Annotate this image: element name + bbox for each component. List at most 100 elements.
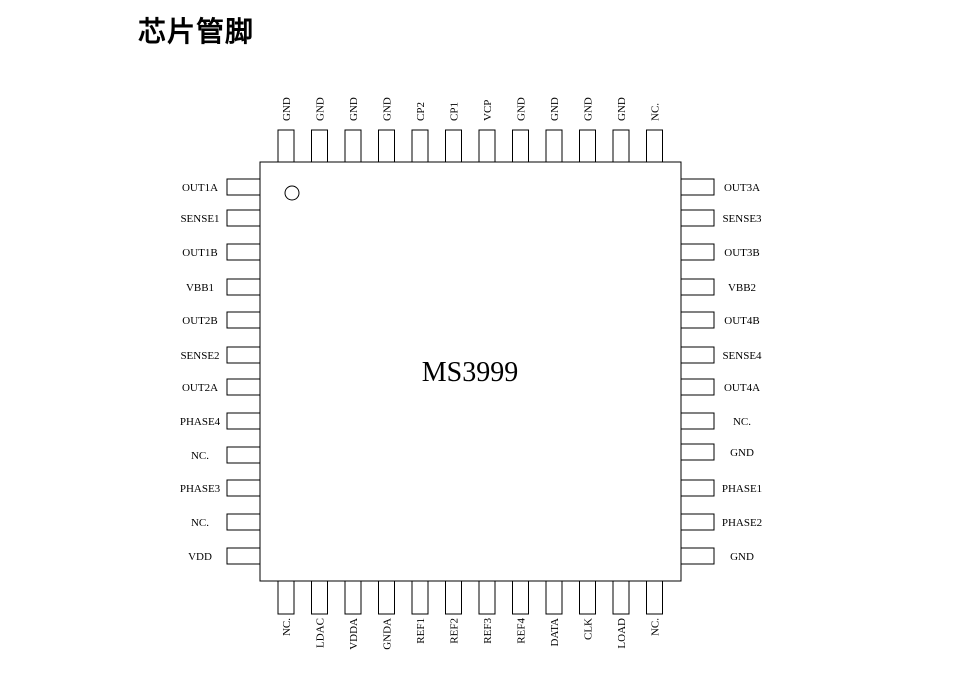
- pin-label-bottom-ref2: REF2: [449, 618, 461, 644]
- pin-top-10: [579, 129, 596, 163]
- pin-label-top-gnd: GND: [516, 97, 528, 121]
- pin-left-11: [226, 513, 261, 531]
- pin-top-6: [445, 129, 462, 163]
- pin-label-bottom-data: DATA: [549, 618, 561, 647]
- pin-label-bottom-vdda: VDDA: [348, 618, 360, 650]
- pin-top-4: [378, 129, 395, 163]
- pin-left-12: [226, 547, 261, 565]
- pin-label-right-out3a: OUT3A: [724, 182, 760, 194]
- pin-top-5: [411, 129, 429, 163]
- pin-label-bottom-ldac: LDAC: [315, 618, 327, 648]
- pin-left-6: [226, 346, 261, 364]
- pin-top-12: [646, 129, 663, 163]
- pin-label-top-gnd: GND: [281, 97, 293, 121]
- pin-label-right-gnd: GND: [730, 551, 754, 563]
- chip-body: [259, 161, 682, 582]
- pin-label-left-out1b: OUT1B: [182, 247, 217, 259]
- pin-bottom-10: [579, 580, 596, 615]
- pin-label-left-nc: NC.: [191, 450, 209, 462]
- pin-label-top-gnd: GND: [348, 97, 360, 121]
- pin-label-top-nc: NC.: [650, 103, 662, 121]
- pin-left-9: [226, 446, 261, 464]
- pin-label-left-vbb1: VBB1: [186, 282, 214, 294]
- pin-label-right-gnd: GND: [730, 447, 754, 459]
- pin-left-7: [226, 378, 261, 396]
- pin-bottom-11: [612, 580, 630, 615]
- pin-label-bottom-load: LOAD: [616, 618, 628, 649]
- pin-label-top-gnd: GND: [315, 97, 327, 121]
- pin-right-3: [680, 243, 715, 261]
- pin-left-1: [226, 178, 261, 196]
- bottom-pin-row: NC. LDAC VDDA GNDA REF1 REF2 REF3 REF4 DATA CLK LO…: [277, 580, 663, 650]
- pin-label-bottom-ref1: REF1: [415, 618, 427, 644]
- pin-left-2: [226, 209, 261, 227]
- pin-label-left-out2a: OUT2A: [182, 382, 218, 394]
- pin-label-top-cp1: CP1: [449, 102, 461, 121]
- pin-label-left-sense1: SENSE1: [180, 213, 219, 225]
- page-title: 芯片管脚: [138, 15, 255, 48]
- pin-right-5: [680, 311, 715, 329]
- chip-name: MS3999: [422, 357, 518, 388]
- pin-left-3: [226, 243, 261, 261]
- pin-right-4: [680, 278, 715, 296]
- pin-label-right-out4a: OUT4A: [724, 382, 760, 394]
- pin-label-top-gnd: GND: [583, 97, 595, 121]
- pin-label-right-vbb2: VBB2: [728, 282, 756, 294]
- pin-label-right-phase2: PHASE2: [722, 517, 762, 529]
- pin-label-top-gnd: GND: [616, 97, 628, 121]
- pin1-marker-dot: [284, 185, 300, 201]
- pin-left-10: [226, 479, 261, 497]
- pin-label-left-vdd: VDD: [188, 551, 212, 563]
- pin-bottom-8: [512, 580, 529, 615]
- pin-label-left-phase4: PHASE4: [180, 416, 221, 428]
- pin-right-10: [680, 479, 715, 497]
- pin-bottom-5: [411, 580, 429, 615]
- left-pin-row: OUT1ASENSE1OUT1BVBB1OUT2BSENSE2OUT2APHAS…: [180, 178, 261, 565]
- pin-label-left-sense2: SENSE2: [180, 350, 219, 362]
- pin-right-9: [680, 443, 715, 461]
- pin-label-bottom-gnda: GNDA: [382, 618, 394, 650]
- pin-top-2: [311, 129, 328, 163]
- pin-label-top-vcp: VCP: [482, 100, 494, 121]
- pin-label-bottom-ref4: REF4: [516, 618, 528, 644]
- pin-left-8: [226, 412, 261, 430]
- pin-top-3: [344, 129, 362, 163]
- pin-label-left-phase3: PHASE3: [180, 483, 221, 495]
- pin-right-6: [680, 346, 715, 364]
- pin-right-11: [680, 513, 715, 531]
- pin-right-12: [680, 547, 715, 565]
- pin-right-2: [680, 209, 715, 227]
- pin-label-bottom-ref3: REF3: [482, 618, 494, 644]
- pin-label-bottom-nc: NC.: [281, 618, 293, 636]
- pin-label-top-gnd: GND: [549, 97, 561, 121]
- pin-label-right-out3b: OUT3B: [724, 247, 759, 259]
- pin-label-bottom-clk: CLK: [583, 618, 595, 640]
- top-pin-row: GND GND GND GND CP2 CP1 VCP GND GND GND GND NC.: [277, 97, 663, 163]
- pin-label-right-sense4: SENSE4: [722, 350, 762, 362]
- pin-top-9: [545, 129, 563, 163]
- pin-bottom-4: [378, 580, 395, 615]
- pin-bottom-1: [277, 580, 295, 615]
- pin-bottom-9: [545, 580, 563, 615]
- pin-label-right-sense3: SENSE3: [722, 213, 762, 225]
- pin-left-4: [226, 278, 261, 296]
- pin-bottom-7: [478, 580, 496, 615]
- pin-top-7: [478, 129, 496, 163]
- pin-bottom-12: [646, 580, 663, 615]
- pin-bottom-3: [344, 580, 362, 615]
- pin-label-right-out4b: OUT4B: [724, 315, 759, 327]
- pin-bottom-6: [445, 580, 462, 615]
- pin-label-top-cp2: CP2: [415, 102, 427, 121]
- pin-top-1: [277, 129, 295, 163]
- pin-top-11: [612, 129, 630, 163]
- pin-left-5: [226, 311, 261, 329]
- pin-top-8: [512, 129, 529, 163]
- pin-label-top-gnd: GND: [382, 97, 394, 121]
- pin-label-left-out2b: OUT2B: [182, 315, 217, 327]
- pin-right-1: [680, 178, 715, 196]
- pin-right-7: [680, 378, 715, 396]
- pin-label-bottom-nc: NC.: [650, 618, 662, 636]
- pin-label-right-nc: NC.: [733, 416, 751, 428]
